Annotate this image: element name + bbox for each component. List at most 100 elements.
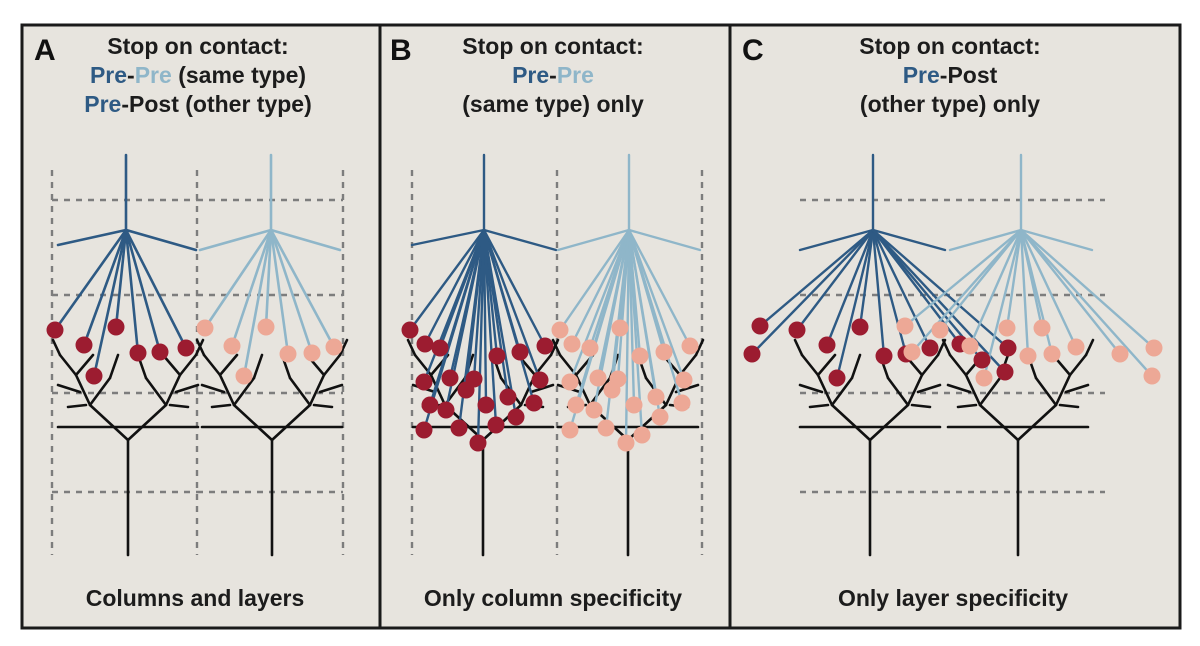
dendrite-branch (195, 338, 206, 357)
synapse-dot (743, 345, 761, 363)
dendrite-branch (108, 353, 120, 380)
heading-sep: - (121, 91, 129, 117)
synapse-dot (487, 416, 505, 434)
axon-branch (871, 228, 908, 356)
panel-letter-a: A (34, 34, 56, 67)
axon-branch (124, 228, 198, 252)
dendrite-branch (252, 353, 264, 380)
dendrite-branch (322, 353, 342, 377)
panel-heading-line2-b: Pre-Pre (512, 62, 594, 88)
synapse-dot (129, 344, 147, 362)
axon-branch (114, 228, 128, 329)
synapse-dot (415, 421, 433, 439)
axon-branch (627, 228, 702, 252)
synapse-dot (996, 363, 1014, 381)
synapse-dot (507, 408, 525, 426)
dendrite-branch (308, 373, 326, 407)
dendrite-branch (793, 338, 804, 357)
axon-branch (871, 228, 932, 350)
synapse-dot (177, 339, 195, 357)
axon-branch (1019, 228, 1094, 252)
synapse-dot (223, 337, 241, 355)
panel-heading-line1-b: Stop on contact: (462, 33, 643, 59)
axon-branch (53, 228, 128, 332)
synapse-dot (107, 318, 125, 336)
axon-branch (570, 228, 631, 346)
synapse-dot (1143, 367, 1161, 385)
synapse-dot (585, 401, 603, 419)
axon-branch (423, 228, 486, 346)
synapse-dots-b (401, 319, 699, 452)
synapse-dot (421, 396, 439, 414)
dendrite-branch (1084, 338, 1095, 357)
axon-branch (56, 228, 128, 247)
axon-branch (558, 228, 631, 332)
heading-pre-dark: Pre (903, 62, 940, 88)
synapse-dot (499, 388, 517, 406)
dendrite-branch (338, 338, 349, 357)
heading-sep: - (127, 62, 135, 88)
axon-branch (1019, 228, 1078, 349)
axon-branch (269, 228, 314, 355)
synapse-dot (303, 344, 321, 362)
heading-post: Post (129, 91, 179, 117)
dendrite-branch (551, 338, 562, 357)
dendrite-branch (830, 376, 854, 407)
synapse-dot (469, 434, 487, 452)
axon-branch (1005, 228, 1023, 330)
axon-branch (242, 228, 273, 378)
dendrite-branch (941, 338, 952, 357)
axon-branch (482, 228, 547, 348)
synapse-dot (675, 371, 693, 389)
synapse-dot (235, 367, 253, 385)
axon-branch (408, 228, 486, 332)
synapse-dot (151, 343, 169, 361)
panel-caption-b: Only column specificity (424, 585, 682, 611)
synapse-dot (1111, 345, 1129, 363)
synapse-dot (999, 339, 1017, 357)
synapse-dot (875, 347, 893, 365)
axon-branch (798, 228, 875, 252)
heading-pre-dark: Pre (90, 62, 127, 88)
axon-branch (1019, 228, 1156, 350)
dendrite-branch (808, 403, 830, 409)
synapse-dot (603, 381, 621, 399)
synapse-dot (975, 369, 993, 387)
dendrite-branch (232, 403, 274, 442)
dendrite-branch (88, 403, 130, 442)
synapse-dot (655, 343, 673, 361)
axon-branch (198, 228, 273, 252)
synapse-dot (457, 381, 475, 399)
axon-branch (422, 228, 486, 432)
axon-branch (124, 228, 188, 350)
axon-branch (948, 228, 1023, 252)
synapse-dot (589, 369, 607, 387)
synapse-dot (597, 419, 615, 437)
dendrite-branch (288, 376, 312, 407)
synapse-dot (415, 373, 433, 391)
heading-pre-dark: Pre (512, 62, 549, 88)
dendrite-branch (674, 383, 700, 394)
grid-a (50, 170, 345, 555)
synapse-dots-a (46, 318, 343, 385)
axon-branch (568, 228, 631, 384)
synapse-dot (896, 317, 914, 335)
synapse-dot (488, 347, 506, 365)
axon-branch (871, 228, 947, 252)
synapse-dot (681, 337, 699, 355)
dendrite-branch (51, 338, 62, 357)
axon-branch (627, 228, 684, 405)
axon-branch (568, 228, 631, 432)
heading-sep: - (940, 62, 948, 88)
synapse-dot (257, 318, 275, 336)
dendrite-branch (800, 353, 820, 377)
dendrite-branch (218, 373, 236, 407)
panel-heading-line2-c: Pre-Post (903, 62, 998, 88)
synapse-dots-c (743, 317, 1163, 387)
axon-branch (269, 228, 336, 349)
dendrite-branch (798, 383, 824, 394)
axon-branch (230, 228, 273, 348)
dendrite-branch (588, 376, 612, 407)
panel-heading-line3-a: Pre-Post (other type) (84, 91, 312, 117)
axon-branch (903, 228, 1023, 328)
